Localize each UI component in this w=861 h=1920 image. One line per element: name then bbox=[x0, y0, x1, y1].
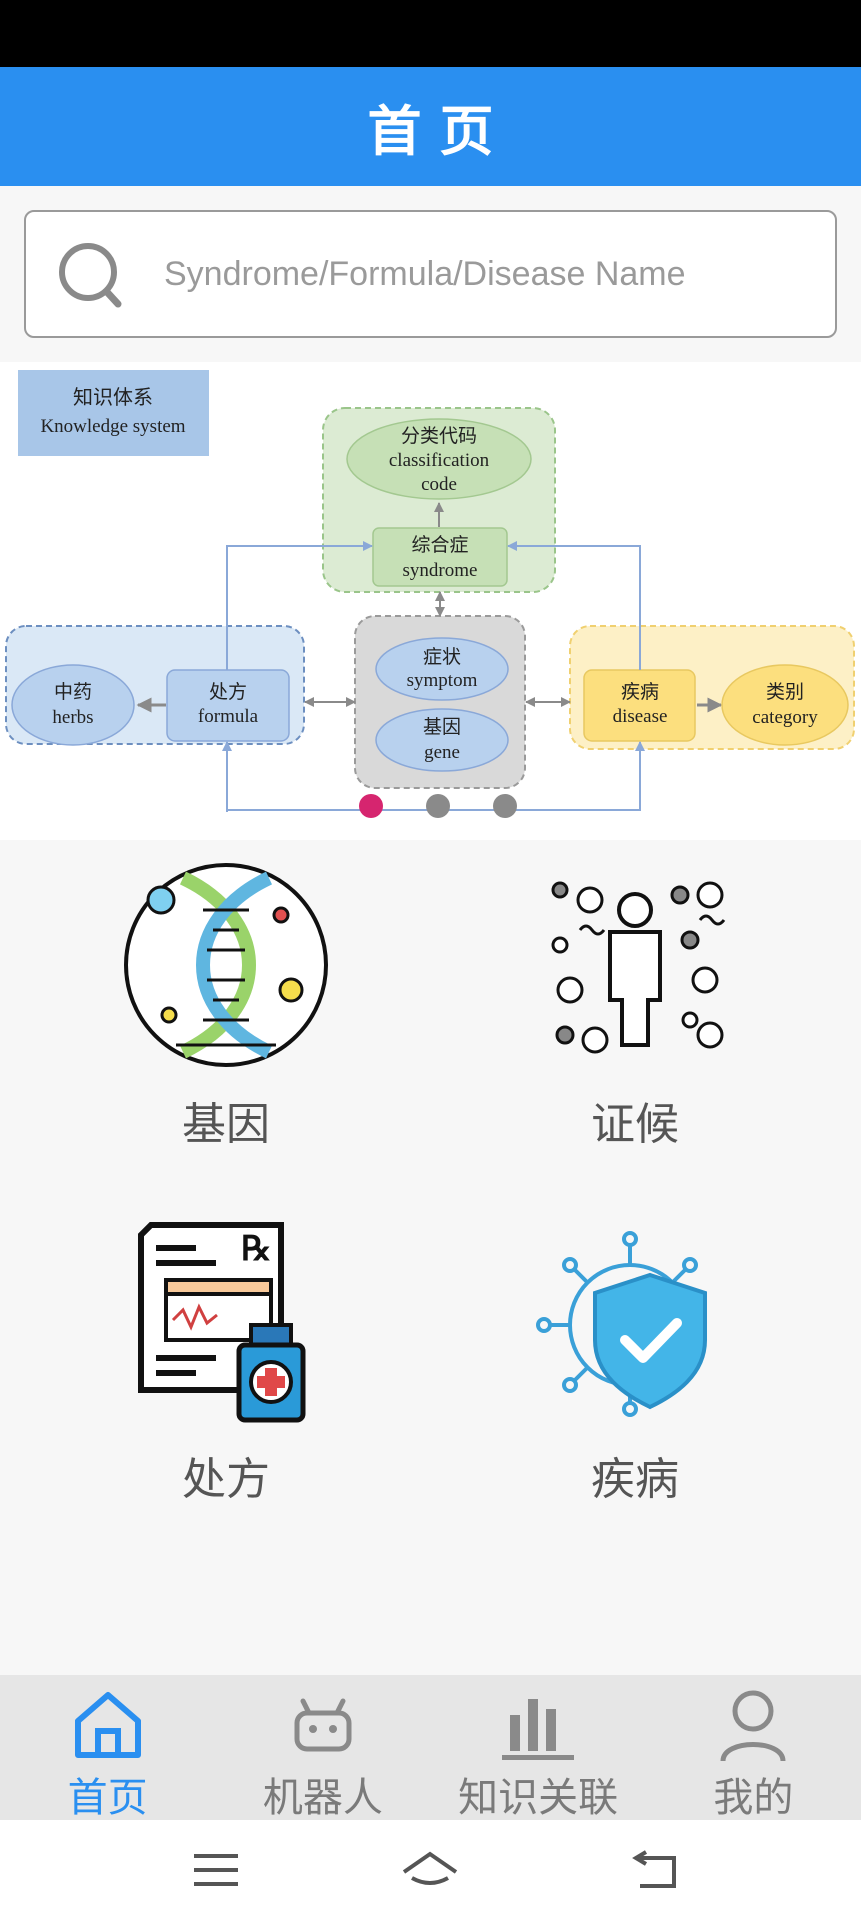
home-nav-icon[interactable] bbox=[400, 1848, 460, 1892]
category-en: category bbox=[752, 707, 818, 728]
grid-item-gene[interactable]: 基因 bbox=[11, 840, 441, 1180]
herbs-en: herbs bbox=[52, 707, 93, 728]
virus-shield-icon bbox=[536, 1231, 707, 1417]
classification-en1: classification bbox=[389, 450, 490, 471]
syndrome-cn: 综合症 bbox=[411, 534, 468, 556]
classification-node bbox=[346, 418, 532, 500]
formula-en: formula bbox=[198, 706, 259, 727]
carousel-dot-2 bbox=[426, 794, 450, 818]
category-node bbox=[721, 664, 849, 746]
syndrome-node bbox=[372, 527, 508, 587]
app-header: 首页 bbox=[0, 67, 861, 186]
feature-grid: 基因 证候 ℞ bbox=[0, 840, 861, 1675]
formula-cn: 处方 bbox=[209, 681, 247, 703]
title-en: Knowledge system bbox=[40, 416, 185, 437]
grid-item-syndrome[interactable]: 证候 bbox=[420, 840, 850, 1180]
knowledge-system-banner[interactable]: 知识体系 Knowledge system 分类代码 classificatio… bbox=[0, 362, 861, 840]
dna-icon bbox=[124, 863, 328, 1067]
back-icon[interactable] bbox=[626, 1848, 686, 1892]
human-virus-icon bbox=[551, 881, 726, 1054]
knowledge-system-title-box bbox=[18, 370, 209, 456]
search-icon bbox=[59, 243, 122, 308]
grid-label-formula: 处方 bbox=[182, 1454, 270, 1505]
tab-robot-label: 机器人 bbox=[262, 1775, 383, 1821]
grid-label-disease: 疾病 bbox=[591, 1454, 679, 1505]
tab-home-label: 首页 bbox=[67, 1775, 148, 1821]
herbs-cn: 中药 bbox=[54, 681, 92, 703]
tab-robot[interactable]: 机器人 bbox=[215, 1675, 430, 1821]
tab-mine-label: 我的 bbox=[713, 1775, 794, 1821]
grid-label-syndrome: 证候 bbox=[591, 1099, 679, 1150]
page-title: 首页 bbox=[367, 100, 512, 163]
gene-node bbox=[375, 708, 509, 772]
tab-mine[interactable]: 我的 bbox=[646, 1675, 861, 1821]
robot-icon bbox=[294, 1698, 352, 1752]
classification-en2: code bbox=[421, 474, 457, 495]
home-icon bbox=[74, 1692, 141, 1758]
gene-en: gene bbox=[424, 742, 460, 763]
classification-cn: 分类代码 bbox=[401, 425, 477, 447]
tab-knowledge[interactable]: 知识关联 bbox=[431, 1675, 646, 1821]
grid-label-gene: 基因 bbox=[182, 1099, 270, 1150]
category-cn: 类别 bbox=[766, 681, 804, 703]
syndrome-en: syndrome bbox=[403, 560, 478, 581]
symptom-en: symptom bbox=[407, 670, 478, 691]
gene-cn: 基因 bbox=[423, 716, 461, 738]
grid-item-disease[interactable]: 疾病 bbox=[420, 1195, 850, 1535]
symptom-cn: 症状 bbox=[423, 646, 461, 668]
bottom-tab-bar: 首页 机器人 知识关联 我的 bbox=[0, 1675, 861, 1821]
carousel-dot-1 bbox=[359, 794, 383, 818]
person-icon bbox=[720, 1690, 786, 1762]
search-input[interactable]: Syndrome/Formula/Disease Name bbox=[24, 210, 837, 338]
tab-knowledge-label: 知识关联 bbox=[458, 1775, 619, 1821]
bar-chart-icon bbox=[502, 1699, 575, 1760]
status-bar bbox=[0, 0, 861, 67]
svg-text:℞: ℞ bbox=[241, 1229, 271, 1269]
search-area: Syndrome/Formula/Disease Name bbox=[0, 186, 861, 362]
tab-home[interactable]: 首页 bbox=[0, 1675, 215, 1821]
prescription-icon: ℞ bbox=[138, 1222, 306, 1423]
herbs-node bbox=[11, 664, 135, 746]
symptom-node bbox=[375, 637, 509, 701]
title-cn: 知识体系 bbox=[73, 385, 153, 409]
disease-en: disease bbox=[613, 706, 668, 727]
knowledge-system-diagram: 知识体系 Knowledge system 分类代码 classificatio… bbox=[5, 370, 855, 818]
system-nav-bar bbox=[0, 1820, 861, 1920]
menu-icon[interactable] bbox=[186, 1848, 246, 1892]
grid-item-formula[interactable]: ℞ 处方 bbox=[11, 1195, 441, 1535]
search-placeholder: Syndrome/Formula/Disease Name bbox=[164, 255, 686, 293]
disease-cn: 疾病 bbox=[621, 681, 659, 703]
carousel-dot-3 bbox=[493, 794, 517, 818]
